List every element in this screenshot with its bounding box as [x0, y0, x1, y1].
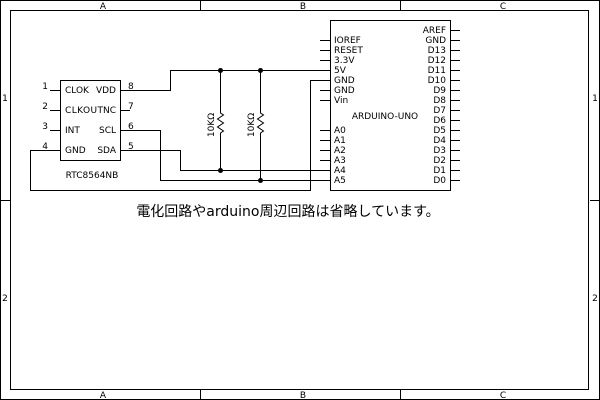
- pin-label: D1: [433, 166, 446, 176]
- pin-label: D0: [433, 176, 446, 186]
- pin-label: SDA: [97, 146, 116, 156]
- pin-number: 4: [42, 142, 48, 152]
- wire-gnd: [30, 80, 320, 191]
- pin-label: A2: [334, 146, 346, 156]
- resistor-r1: 10KΩ: [207, 70, 225, 170]
- pin-label: D9: [433, 86, 446, 96]
- pin-number: 5: [128, 142, 134, 152]
- junction: [218, 168, 223, 173]
- pin-label: GND: [65, 146, 86, 156]
- pin-number: 8: [128, 82, 134, 92]
- resistor-value: 10KΩ: [247, 113, 257, 137]
- row-label: 1: [2, 94, 8, 104]
- pin-label: CLKOUT: [65, 106, 104, 116]
- pin-label: 3.3V: [334, 56, 355, 66]
- junction: [258, 178, 263, 183]
- pin-number: 3: [42, 122, 48, 132]
- column-label: B: [300, 2, 306, 12]
- pin-number: 7: [128, 102, 134, 112]
- pin-label: D11: [428, 66, 446, 76]
- pin-label: D7: [433, 106, 446, 116]
- pin-label: D2: [433, 156, 446, 166]
- pin-label: Vin: [334, 96, 348, 106]
- resistor-r2: 10KΩ: [247, 70, 265, 180]
- pin-label: A5: [334, 176, 346, 186]
- pin-label: A0: [334, 126, 346, 136]
- pin-label: VDD: [96, 86, 116, 96]
- rtc-chip: 1 2 3 4 CLOK CLKOUT INT GND VDD NC SCL S…: [40, 80, 140, 181]
- pin-label: INT: [65, 126, 80, 136]
- row-label: 2: [2, 294, 8, 304]
- wire-vdd: [140, 70, 320, 91]
- pin-label: AREF: [423, 26, 446, 36]
- pin-label: D4: [433, 136, 446, 146]
- pin-label: CLOK: [65, 86, 90, 96]
- pin-label: D3: [433, 146, 446, 156]
- pin-label: A3: [334, 156, 346, 166]
- pin-label: GND: [334, 76, 355, 86]
- pin-label: 5V: [334, 66, 347, 76]
- row-label: 2: [592, 294, 598, 304]
- wires: [30, 68, 320, 191]
- wire-sda: [140, 150, 320, 171]
- wire-scl: [140, 130, 320, 181]
- pin-label: D10: [428, 76, 447, 86]
- column-label: A: [100, 391, 107, 400]
- pin-label: RESET: [334, 46, 363, 56]
- row-label: 1: [592, 94, 598, 104]
- pin-label: IOREF: [334, 36, 361, 46]
- pin-label: D6: [433, 116, 446, 126]
- pin-number: 2: [42, 102, 48, 112]
- pin-number: 6: [128, 122, 134, 132]
- pin-label: D12: [428, 56, 446, 66]
- column-label: B: [300, 391, 306, 400]
- column-label: A: [100, 2, 107, 12]
- pin-label: A1: [334, 136, 346, 146]
- column-label: C: [500, 391, 506, 400]
- chip-name: RTC8564NB: [66, 171, 119, 181]
- pin-label: GND: [425, 36, 446, 46]
- note-text: 電化回路やarduino周辺回路は省略しています。: [136, 204, 439, 220]
- arduino-uno: ARDUINO-UNO IOREFRESET3.3V5VGNDGNDVinA0A…: [320, 20, 460, 191]
- resistor-value: 10KΩ: [207, 113, 217, 137]
- board-name: ARDUINO-UNO: [352, 112, 418, 122]
- pin-label: NC: [103, 106, 116, 116]
- pin-label: D8: [433, 96, 446, 106]
- column-label: C: [500, 2, 506, 12]
- pin-label: D5: [433, 126, 446, 136]
- pin-label: GND: [334, 86, 355, 96]
- pin-number: 1: [42, 82, 48, 92]
- pin-label: SCL: [99, 126, 116, 136]
- pin-label: A4: [334, 166, 346, 176]
- pin-label: D13: [428, 46, 446, 56]
